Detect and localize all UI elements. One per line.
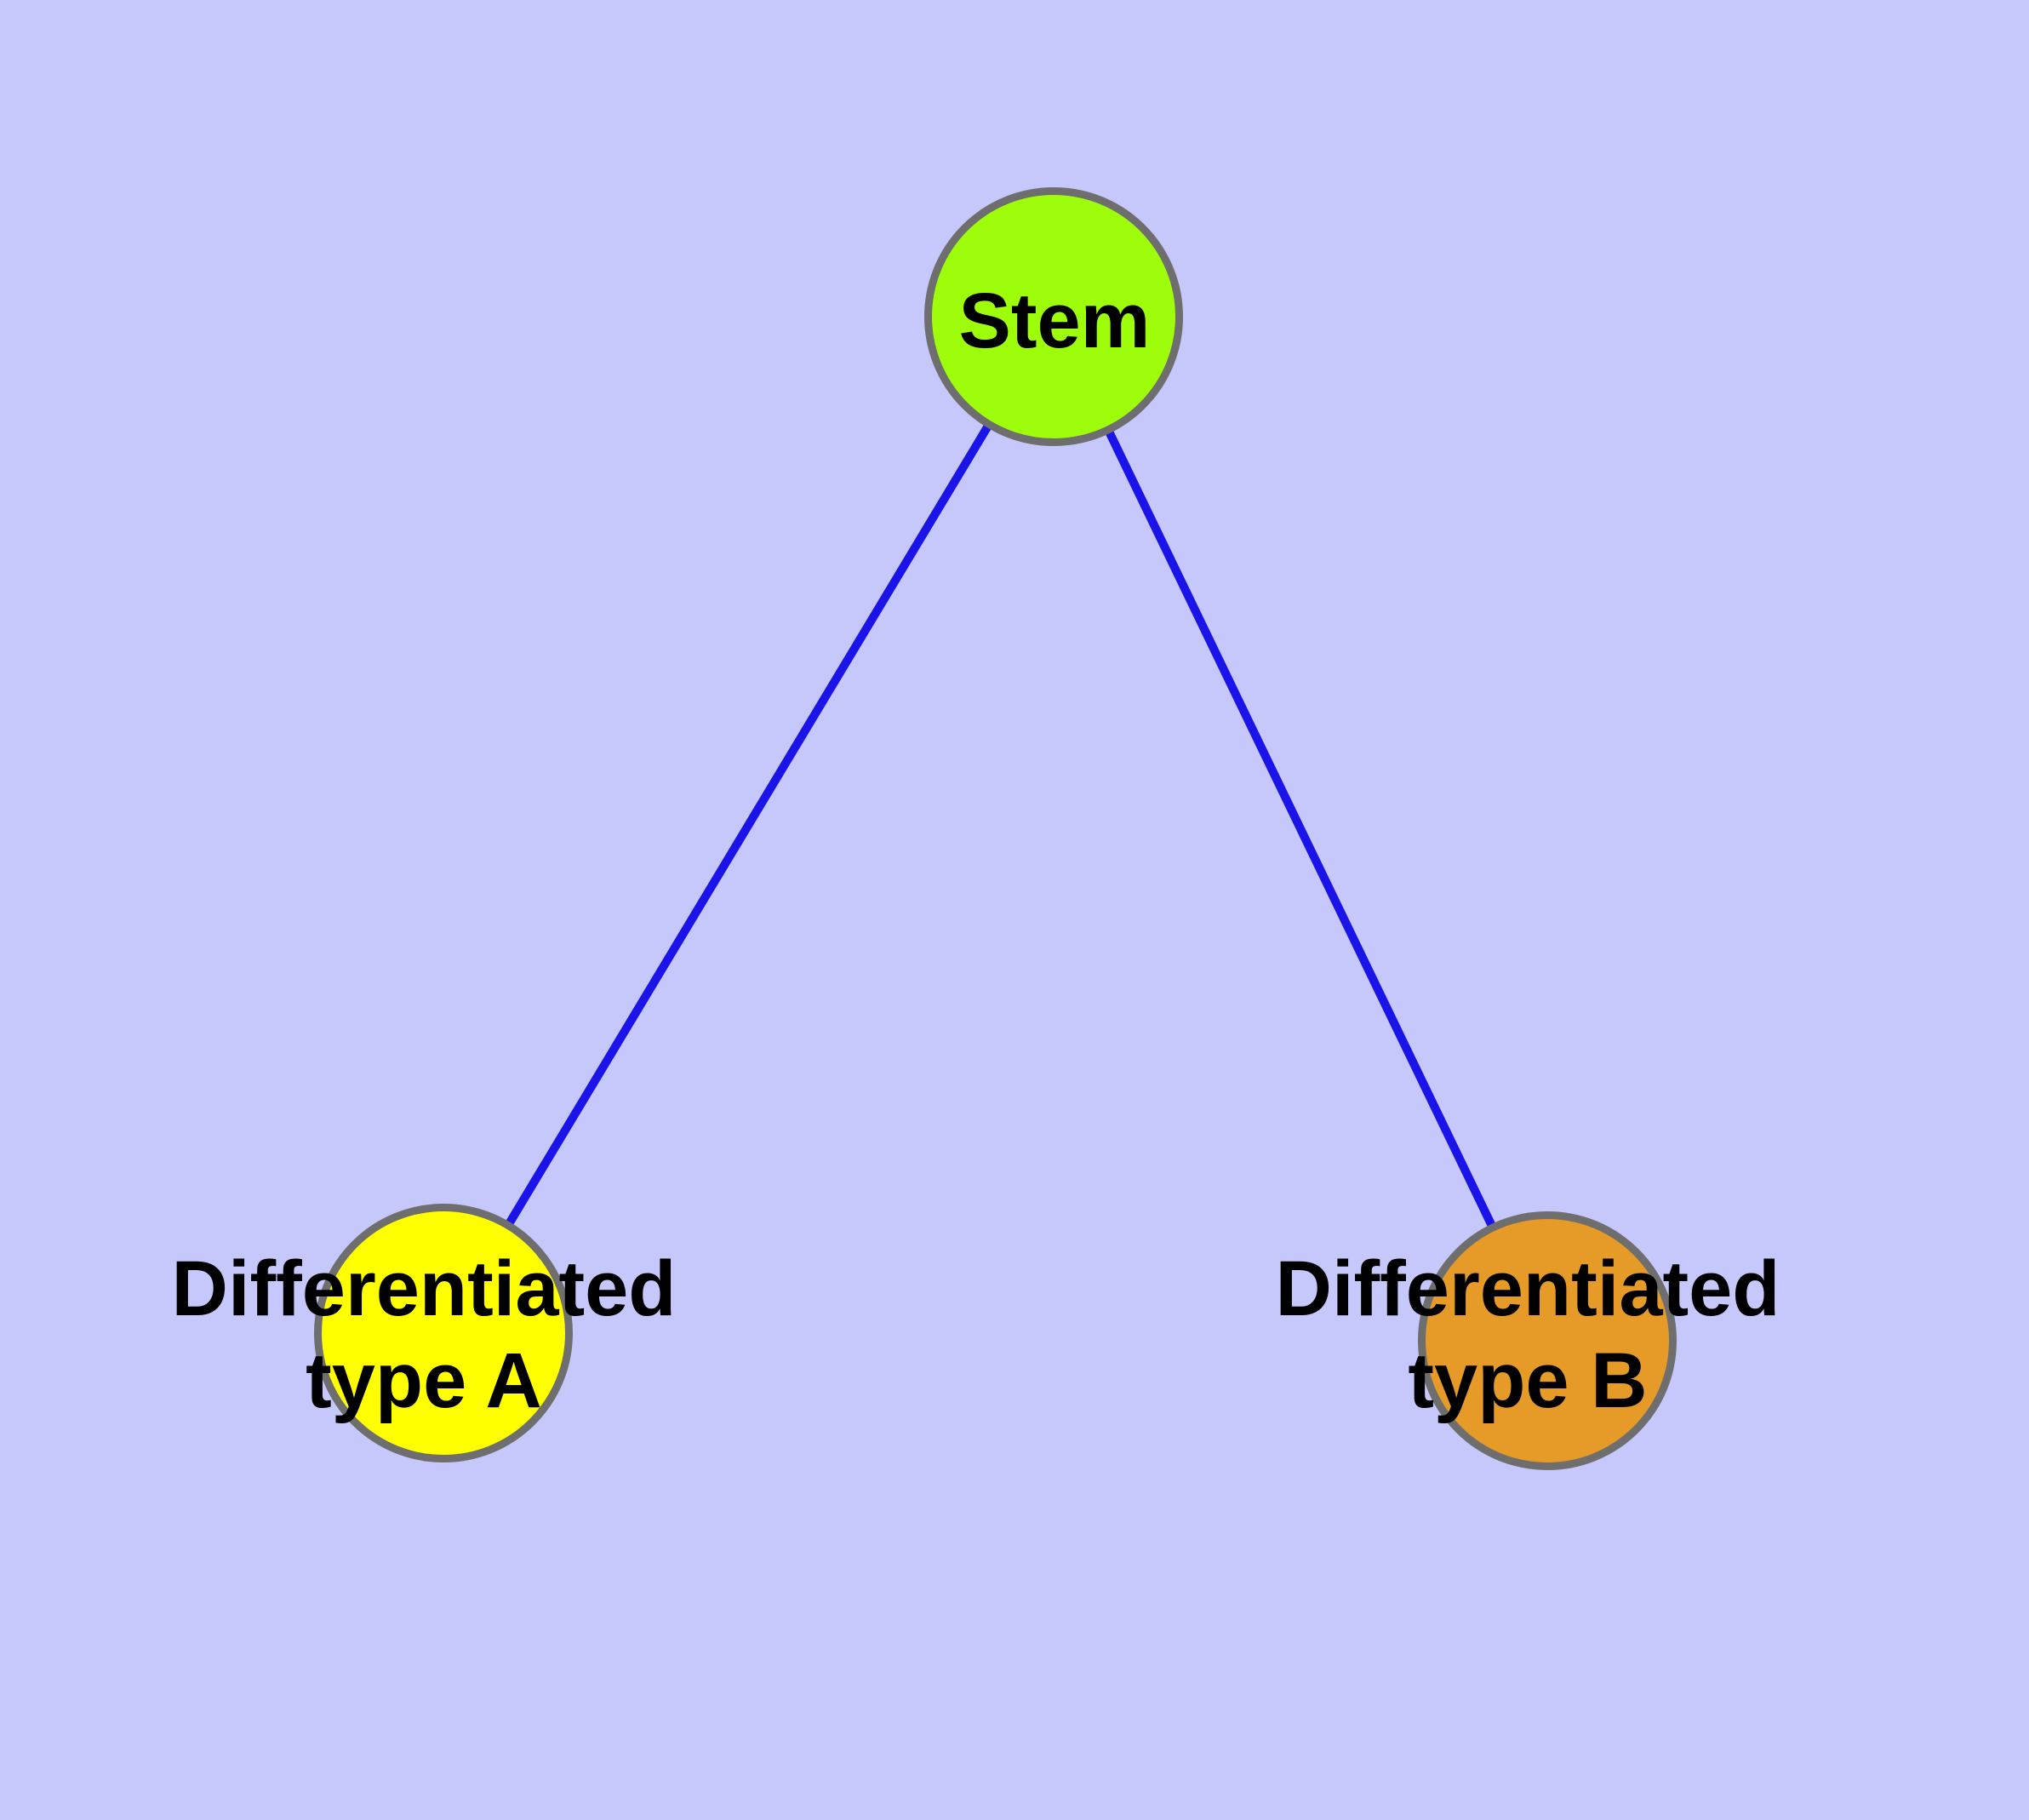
node-label-line: type B [1408,1337,1647,1424]
nodes-layer [314,187,1677,1470]
node-label-line: Stem [959,278,1151,364]
node-diff_b[interactable] [1418,1211,1677,1470]
node-label-line: Differentiated [1276,1245,1780,1332]
node-stem[interactable] [924,187,1183,446]
node-label-line: type A [306,1337,542,1424]
node-label-line: Differentiated [172,1245,677,1332]
edge-stem-to-b[interactable] [1049,314,1552,1343]
edges-layer [439,314,1552,1343]
node-diff_a[interactable] [314,1204,573,1462]
edge-stem-to-a[interactable] [439,314,1058,1336]
node-label-stem: Stem [959,278,1151,364]
